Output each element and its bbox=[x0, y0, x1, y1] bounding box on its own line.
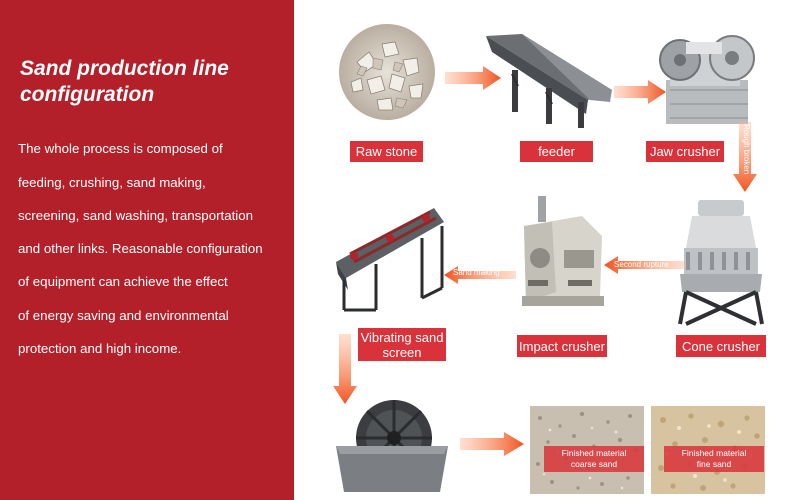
flow-arrow-down bbox=[333, 334, 357, 404]
flow-arrow-left bbox=[604, 256, 684, 274]
flow-arrow-left bbox=[444, 266, 516, 284]
finished-coarse-tag: Finished material coarse sand bbox=[544, 446, 644, 472]
title-line-2: configuration bbox=[20, 83, 155, 106]
description-line: of energy saving and environmental bbox=[18, 308, 229, 323]
impact-crusher-image bbox=[522, 196, 604, 306]
flow-arrow bbox=[460, 432, 524, 456]
title-line-1: Sand production line bbox=[20, 57, 229, 80]
finished-tag-line: fine sand bbox=[696, 459, 732, 469]
step-label-feeder: feeder bbox=[520, 141, 593, 162]
description-line: screening, sand washing, transportation bbox=[18, 208, 254, 223]
jaw-crusher-image bbox=[659, 35, 755, 124]
step-label-line: screen bbox=[382, 344, 422, 360]
description-line: protection and high income. bbox=[18, 341, 182, 356]
note-sand-making: Sand making bbox=[453, 268, 500, 277]
description-line: and other links. Reasonable configuratio… bbox=[18, 241, 263, 256]
flow-arrow bbox=[445, 66, 501, 90]
step-label-line: Vibrating sand bbox=[360, 329, 444, 345]
sand-washer-image bbox=[336, 400, 448, 492]
finished-fine-tag: Finished material fine sand bbox=[664, 446, 764, 472]
feeder-image bbox=[486, 34, 612, 128]
page-title: Sand production line configuration bbox=[20, 56, 280, 108]
vibrating-screen-image bbox=[336, 208, 444, 312]
note-rough-broken: Rough broken bbox=[742, 124, 751, 175]
finished-tag-line: Finished material bbox=[681, 448, 747, 458]
flow-arrow-down bbox=[733, 122, 757, 192]
step-label-cone-crusher: Cone crusher bbox=[676, 335, 766, 357]
raw-stone-image bbox=[339, 24, 435, 120]
description-line: feeding, crushing, sand making, bbox=[18, 175, 206, 190]
finished-tag-line: Finished material bbox=[561, 448, 627, 458]
step-label-raw-stone: Raw stone bbox=[350, 141, 423, 162]
description-line: of equipment can achieve the effect bbox=[18, 274, 228, 289]
cone-crusher-image bbox=[678, 200, 764, 326]
description-line: The whole process is composed of bbox=[18, 141, 223, 156]
note-second-rupture: Second rupture bbox=[614, 260, 669, 269]
step-label-vibrating-screen: Vibrating sand screen bbox=[358, 328, 446, 361]
step-label-jaw-crusher: Jaw crusher bbox=[646, 141, 724, 162]
intro-panel: Sand production line configuration The w… bbox=[0, 0, 294, 500]
flow-arrow bbox=[614, 80, 666, 104]
step-label-impact-crusher: Impact crusher bbox=[517, 335, 607, 357]
finished-tag-line: coarse sand bbox=[570, 459, 618, 469]
